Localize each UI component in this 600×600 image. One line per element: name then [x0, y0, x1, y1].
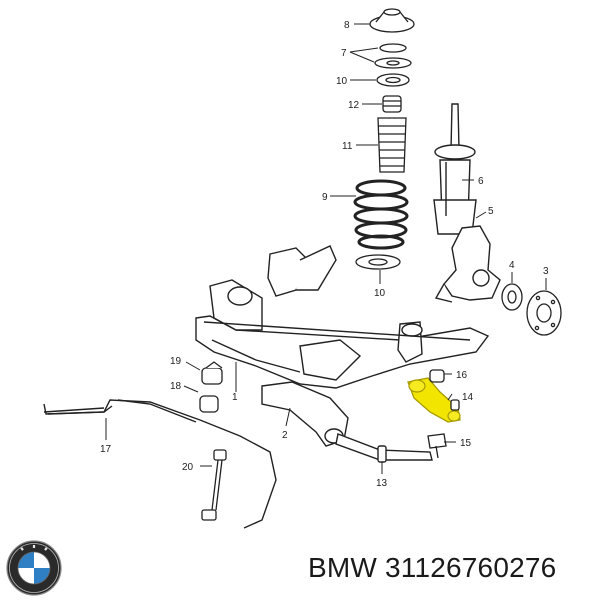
part-label-12: 12: [348, 100, 360, 111]
ball-joint: [450, 399, 460, 411]
part-label-2: 2: [282, 430, 288, 441]
bushing-bracket: [427, 433, 447, 459]
part-label-17: 17: [100, 444, 112, 455]
part-label-15: 15: [460, 438, 472, 449]
part-label-16: 16: [456, 370, 468, 381]
bump-stop: [382, 95, 402, 113]
tension-strut: [335, 433, 433, 463]
part-number-caption: BMW 31126760276: [308, 552, 557, 583]
part-label-20: 20: [182, 462, 194, 473]
coil-spring: [353, 179, 409, 250]
part-label-5: 5: [488, 206, 494, 217]
part-label-10b: 10: [374, 288, 386, 299]
part-label-1: 1: [232, 392, 238, 403]
part-label-9: 9: [322, 192, 328, 203]
strut-top-mount: [369, 8, 415, 33]
part-label-7: 7: [341, 48, 347, 59]
part-label-19: 19: [170, 356, 182, 367]
part-label-8: 8: [344, 20, 350, 31]
part-label-14: 14: [462, 392, 474, 403]
part-label-10a: 10: [336, 76, 348, 87]
leader-lines: [105, 23, 547, 474]
wheel-hub: [526, 290, 562, 336]
dust-boot: [377, 117, 407, 173]
part-labels: 8 7 10 12 11 9 10 6 5 4 3 19 18 1 16 14 …: [100, 20, 549, 489]
spring-pad-bottom: [355, 254, 401, 270]
stabilizer-bar: [43, 399, 277, 529]
steering-knuckle: [434, 225, 501, 303]
arm-bushing: [429, 369, 445, 383]
spring-pad-top: [376, 73, 410, 87]
wheel-bearing: [501, 283, 523, 311]
part-label-3: 3: [543, 266, 549, 277]
shock-absorber: [433, 103, 477, 235]
stabilizer-bushing: [199, 361, 223, 413]
stabilizer-link: [201, 449, 227, 521]
lower-control-arm-left: [261, 381, 349, 447]
bearing-washer: [374, 43, 412, 69]
lower-control-arm-right-highlighted: [407, 377, 461, 423]
part-label-4: 4: [509, 260, 515, 271]
front-subframe: [195, 245, 490, 389]
part-label-11: 11: [342, 141, 353, 152]
part-label-6: 6: [478, 176, 484, 187]
part-label-18: 18: [170, 381, 182, 392]
part-label-13: 13: [376, 478, 388, 489]
bmw-logo: [6, 540, 62, 596]
